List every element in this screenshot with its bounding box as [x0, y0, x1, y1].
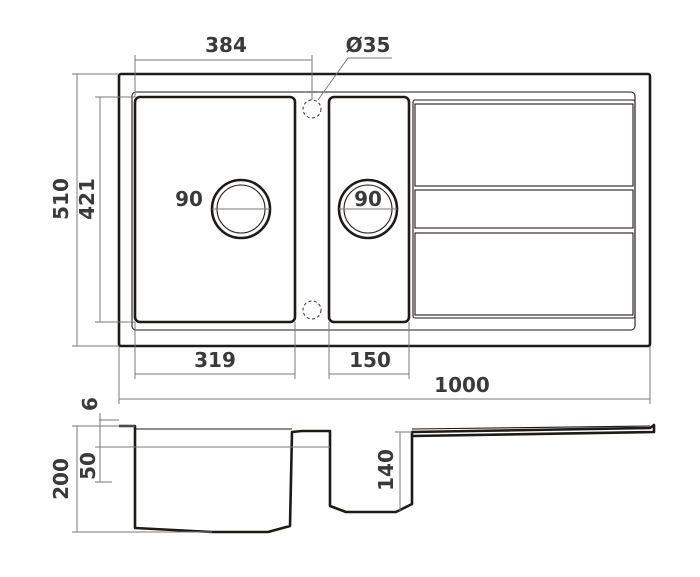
dim-right-drain: 90 — [354, 187, 382, 211]
dim-small-bowl-depth: 140 — [374, 449, 398, 491]
top-view-dimensions: 384 Ø35 510 421 90 90 319 150 — [49, 33, 651, 404]
dim-bowl-length: 421 — [75, 178, 99, 220]
side-view — [119, 423, 656, 534]
dim-small-bowl-width: 150 — [349, 348, 391, 372]
sink-outer-outline — [117, 72, 652, 348]
dim-overall-width: 1000 — [434, 373, 490, 397]
dim-main-bowl-width: 319 — [194, 348, 236, 372]
dim-tap-hole-diameter: Ø35 — [346, 33, 391, 57]
dim-bowl-spacing: 384 — [205, 33, 247, 57]
dim-rim-height: 50 — [76, 452, 100, 480]
tap-hole-top — [302, 99, 322, 119]
dim-left-drain: 90 — [175, 187, 203, 211]
side-profile-outline — [119, 423, 656, 534]
dim-overall-depth: 510 — [49, 178, 73, 220]
main-bowl — [133, 95, 297, 324]
drainboard — [412, 99, 636, 319]
tap-hole-bottom — [302, 300, 322, 320]
small-bowl — [327, 95, 411, 324]
dim-rim-thickness: 6 — [78, 397, 102, 411]
side-view-dimensions: 6 200 50 140 — [49, 397, 412, 533]
dim-overall-height: 200 — [49, 458, 73, 500]
sink-inner-rim — [131, 91, 636, 331]
